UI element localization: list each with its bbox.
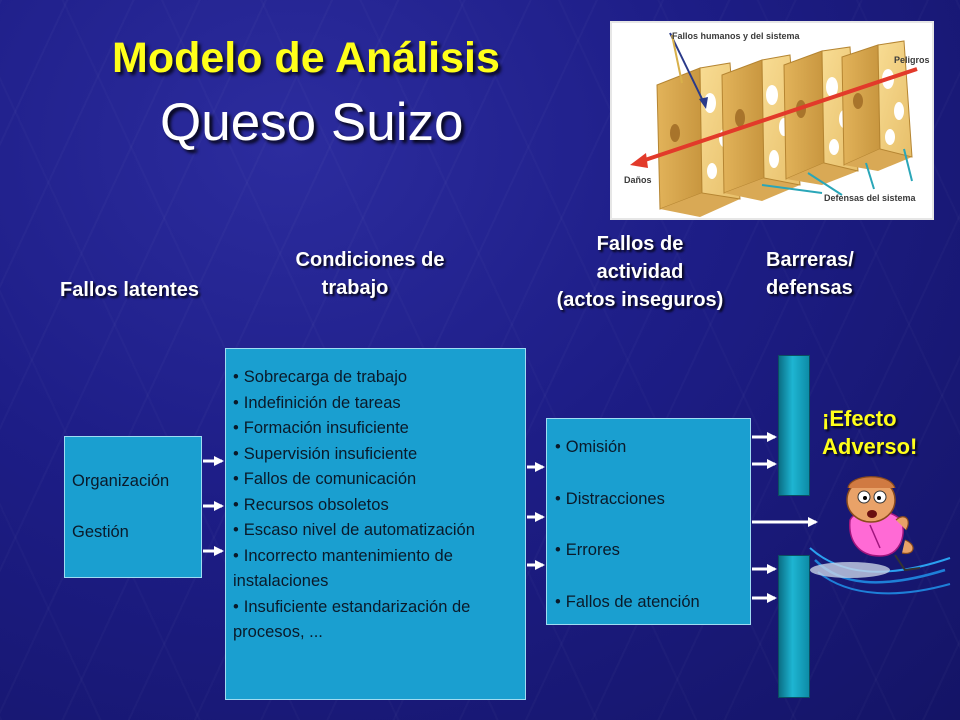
- label-work-conditions-line-2: trabajo: [321, 277, 389, 299]
- unsafe-acts-box: •Omisión•Distracciones•Errores•Fallos de…: [546, 418, 751, 625]
- adverse-effect-line-2: Adverso!: [822, 434, 918, 459]
- work-condition-item: •Fallos de comunicación: [233, 467, 517, 493]
- hazard-arrowhead: [630, 153, 648, 168]
- work-condition-bullet: •: [233, 444, 239, 463]
- unsafe-act-bullet: •: [555, 438, 561, 456]
- label-activity-failures: Fallos de actividad (actos inseguros): [530, 230, 750, 314]
- title-line-1: Modelo de Análisis: [112, 34, 500, 82]
- unsafe-act-text: Omisión: [565, 438, 627, 456]
- work-condition-text: Recursos obsoletos: [243, 495, 389, 514]
- unsafe-act-item: •Omisión: [555, 435, 750, 461]
- work-condition-text: Supervisión insuficiente: [243, 444, 418, 463]
- label-barriers: Barreras/ defensas: [766, 246, 854, 302]
- organization-box: Organización Gestión: [64, 436, 202, 578]
- work-condition-item: •Sobrecarga de trabajo: [233, 365, 517, 391]
- label-latent-failures: Fallos latentes: [60, 279, 199, 301]
- work-condition-bullet: •: [233, 470, 239, 488]
- unsafe-act-item: •Fallos de atención: [555, 590, 750, 616]
- label-barriers-line-1: Barreras/: [766, 249, 854, 271]
- cheese-slice-4: [841, 40, 913, 171]
- work-conditions-list: •Sobrecarga de trabajo•Indefinición de t…: [233, 365, 517, 646]
- swiss-cheese-illustration: Fallos humanos y del sistema Peligros Da…: [610, 21, 934, 220]
- work-condition-text: Incorrecto mantenimiento de instalacione…: [233, 546, 453, 591]
- title-line-2: Queso Suizo: [160, 93, 464, 152]
- work-condition-item: •Indefinición de tareas: [233, 391, 517, 417]
- org-item-organization: Organización: [72, 472, 170, 490]
- unsafe-act-bullet: •: [555, 489, 561, 508]
- work-condition-bullet: •: [233, 521, 239, 539]
- work-conditions-box: •Sobrecarga de trabajo•Indefinición de t…: [225, 348, 526, 700]
- label-hazards: Peligros: [894, 55, 930, 65]
- work-condition-text: Fallos de comunicación: [243, 470, 417, 488]
- work-condition-item: •Supervisión insuficiente: [233, 442, 517, 468]
- frightened-man-icon: [809, 476, 951, 595]
- adverse-effect-label: ¡Efecto Adverso!: [822, 405, 917, 461]
- label-activity-line-1: Fallos de: [596, 233, 684, 255]
- label-work-conditions-line-1: Condiciones de: [295, 249, 445, 271]
- work-condition-text: Sobrecarga de trabajo: [243, 368, 408, 386]
- label-activity-line-2: actividad: [596, 261, 684, 283]
- work-condition-item: •Incorrecto mantenimiento de instalacion…: [233, 544, 517, 595]
- unsafe-acts-list: •Omisión•Distracciones•Errores•Fallos de…: [555, 435, 750, 615]
- cheese-drawing: Fallos humanos y del sistema Peligros Da…: [624, 31, 930, 217]
- work-condition-item: •Recursos obsoletos: [233, 493, 517, 519]
- unsafe-act-item: •Errores: [555, 538, 750, 564]
- work-condition-bullet: •: [233, 495, 239, 514]
- work-condition-text: Indefinición de tareas: [243, 393, 401, 412]
- unsafe-act-item: •Distracciones: [555, 487, 750, 513]
- unsafe-act-text: Distracciones: [565, 489, 665, 508]
- work-condition-item: •Escaso nivel de automatización: [233, 518, 517, 544]
- label-human-failures: Fallos humanos y del sistema: [672, 31, 801, 41]
- work-condition-bullet: •: [233, 597, 239, 616]
- label-damage: Daños: [624, 175, 652, 185]
- work-condition-bullet: •: [233, 546, 239, 565]
- label-work-conditions: Condiciones de trabajo: [270, 246, 470, 302]
- hazard-arrow-line: [641, 67, 918, 163]
- defense-barrier-bottom: [778, 555, 810, 698]
- work-condition-text: Insuficiente estandarización de procesos…: [233, 597, 471, 642]
- work-condition-bullet: •: [233, 419, 239, 437]
- work-condition-bullet: •: [233, 393, 239, 412]
- label-defenses: Defensas del sistema: [824, 193, 917, 203]
- defense-barrier-top: [778, 355, 810, 496]
- org-item-management: Gestión: [72, 523, 129, 541]
- work-condition-text: Escaso nivel de automatización: [243, 521, 475, 539]
- work-condition-item: •Formación insuficiente: [233, 416, 517, 442]
- work-condition-text: Formación insuficiente: [243, 419, 409, 437]
- unsafe-act-text: Fallos de atención: [565, 592, 700, 611]
- unsafe-act-text: Errores: [565, 541, 620, 559]
- unsafe-act-bullet: •: [555, 592, 561, 611]
- work-condition-bullet: •: [233, 368, 239, 386]
- label-activity-line-3: (actos inseguros): [556, 289, 724, 311]
- adverse-effect-line-1: ¡Efecto: [822, 406, 897, 431]
- unsafe-act-bullet: •: [555, 541, 561, 559]
- work-condition-item: •Insuficiente estandarización de proceso…: [233, 595, 517, 646]
- label-barriers-line-2: defensas: [766, 277, 853, 299]
